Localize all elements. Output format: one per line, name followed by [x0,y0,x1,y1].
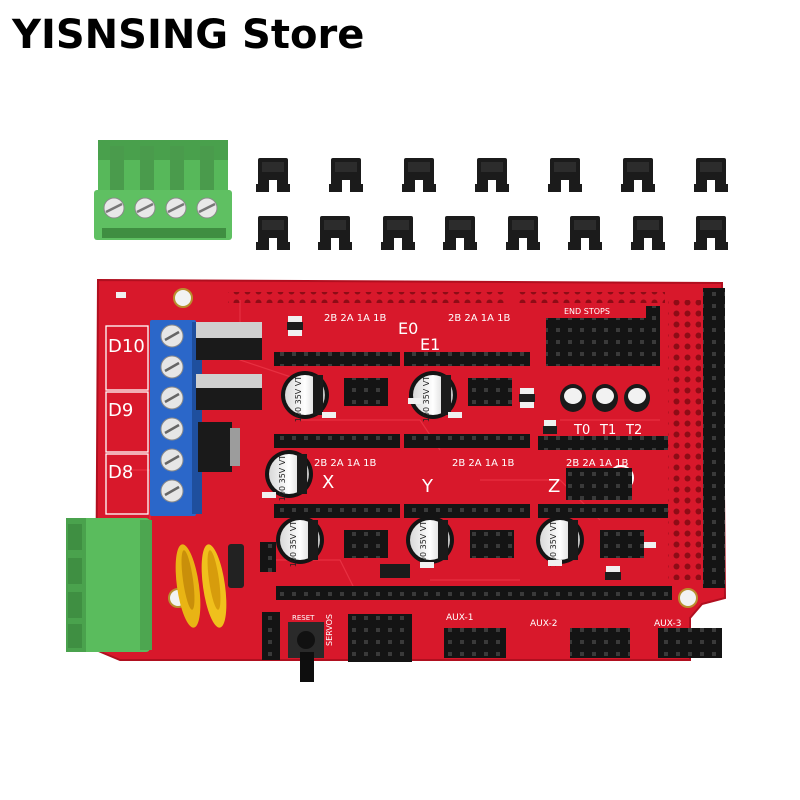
driver-pins-label: 2B 2A 1A 1B [314,458,377,469]
driver-pins-label: 2B 2A 1A 1B [452,458,515,469]
label-d10: D10 [108,336,145,357]
aux2-label: AUX-2 [530,619,557,629]
aux1-label: AUX-1 [446,613,473,623]
endstops-label: END STOPS [564,307,610,316]
jumper-cap [631,216,665,250]
jumper-cap [256,216,290,250]
mosfets [196,322,262,472]
label-d9: D9 [108,400,133,421]
ramps-board: 100 35V VT 100 35V VT 100 35V VT 100 35V VT… [94,278,727,682]
jumper-cap [694,158,728,192]
label-t2: T2 [625,423,642,438]
jumper-cap [443,216,477,250]
jumper-cap [475,158,509,192]
axis-label-x: X [322,472,334,493]
reset-button-component [288,622,324,682]
label-t0: T0 [573,423,590,438]
jumper-cap [381,216,415,250]
jumper-cap [621,158,655,192]
thermistor-capacitors [560,384,650,412]
jumper-cap [548,158,582,192]
jumper-cap [318,216,352,250]
green-terminal-block-top [94,140,232,240]
capacitor: 100 35V VT [406,516,454,567]
capacitor-label: 100 35V VT [549,521,558,567]
axis-label-y: Y [421,476,434,497]
store-title: YISNSING Store [12,12,365,58]
jumper-cap [506,216,540,250]
aux3-label: AUX-3 [654,619,681,629]
capacitor-label: 100 35V VT [419,521,428,567]
capacitor: 100 35V VT [536,516,584,567]
driver-pins-label: 2B 2A 1A 1B [448,313,511,324]
capacitor-label: 100 35V VT [278,455,287,501]
driver-pins-label: 2B 2A 1A 1B [324,313,387,324]
blue-terminal-block [150,320,202,516]
capacitor-label: 100 35V VT [289,521,298,567]
jumper-cap [256,158,290,192]
axis-label-e0: E0 [398,319,418,338]
green-terminal-block-side [66,518,152,652]
capacitor-label: 100 35V VT [294,376,303,422]
jumper-cap [568,216,602,250]
jumper-cap [329,158,363,192]
label-t1: T1 [599,423,616,438]
jumper-cap [402,158,436,192]
capacitor-label: 100 35V VT [422,376,431,422]
axis-label-z: Z [548,476,560,497]
servos-label: SERVOS [325,614,334,646]
axis-label-e1: E1 [420,335,440,354]
capacitor: 100 35V VT [281,371,329,422]
label-d8: D8 [108,462,133,483]
capacitor: 100 35V VT [276,516,324,567]
electrolytic-capacitors: 100 35V VT 100 35V VT 100 35V VT 100 35V VT… [265,371,584,567]
capacitor: 100 35V VT [409,371,457,422]
jumper-caps [256,158,728,250]
driver-pins-label: 2B 2A 1A 1B [566,458,629,469]
capacitor: 100 35V VT [265,450,313,501]
reset-label: RESET [292,614,315,622]
jumper-cap [694,216,728,250]
polyfuses [175,544,244,628]
